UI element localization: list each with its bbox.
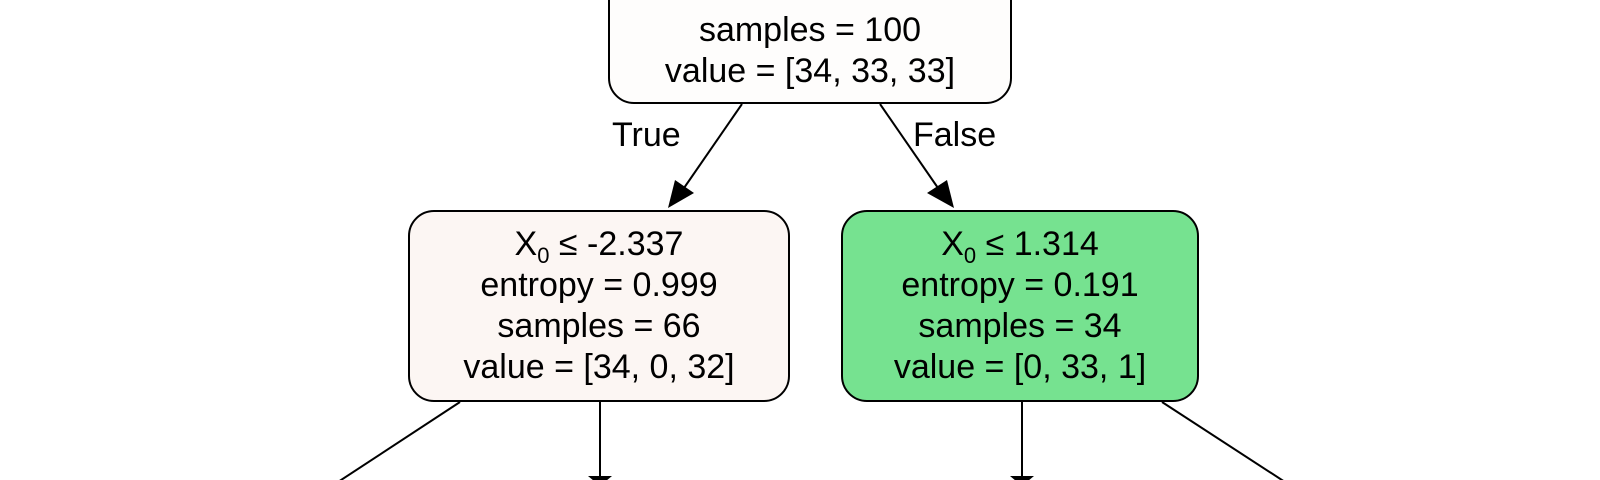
right-feature-subscript: 0 bbox=[963, 242, 977, 268]
edge-root-right bbox=[879, 103, 939, 189]
arrowhead-left-child-2 bbox=[588, 476, 612, 480]
edge-left-child-1 bbox=[339, 401, 461, 480]
arrowhead-root-left bbox=[668, 180, 694, 208]
left-feature-subscript: 0 bbox=[537, 242, 550, 268]
arrowhead-right-child-1 bbox=[1010, 476, 1034, 480]
left-threshold: ≤ -2.337 bbox=[549, 225, 684, 263]
edge-right-child-2 bbox=[1161, 401, 1284, 480]
right-entropy: entropy = 0.191 bbox=[901, 266, 1139, 304]
arrowhead-root-right bbox=[927, 180, 954, 208]
tree-node-left: X0 ≤ -2.337 entropy = 0.999 samples = 66… bbox=[408, 210, 790, 402]
edge-label-false: False bbox=[913, 116, 997, 154]
left-split-condition: X0 ≤ -2.337 bbox=[514, 224, 684, 268]
root-samples: samples = 100 bbox=[698, 11, 922, 49]
root-value: value = [34, 33, 33] bbox=[664, 52, 956, 90]
tree-node-root: samples = 100 value = [34, 33, 33] bbox=[608, 0, 1012, 104]
right-samples: samples = 34 bbox=[918, 307, 1122, 345]
edge-label-true: True bbox=[612, 116, 681, 154]
right-split-condition: X0 ≤ 1.314 bbox=[941, 224, 1099, 268]
tree-node-right: X0 ≤ 1.314 entropy = 0.191 samples = 34 … bbox=[841, 210, 1199, 402]
right-feature-name: X bbox=[941, 225, 964, 263]
right-threshold: ≤ 1.314 bbox=[976, 225, 1099, 263]
left-entropy: entropy = 0.999 bbox=[480, 266, 718, 304]
right-value: value = [0, 33, 1] bbox=[893, 348, 1147, 386]
left-feature-name: X bbox=[514, 225, 538, 263]
left-value: value = [34, 0, 32] bbox=[463, 348, 735, 386]
left-samples: samples = 66 bbox=[497, 307, 701, 345]
edge-root-left bbox=[683, 103, 743, 189]
